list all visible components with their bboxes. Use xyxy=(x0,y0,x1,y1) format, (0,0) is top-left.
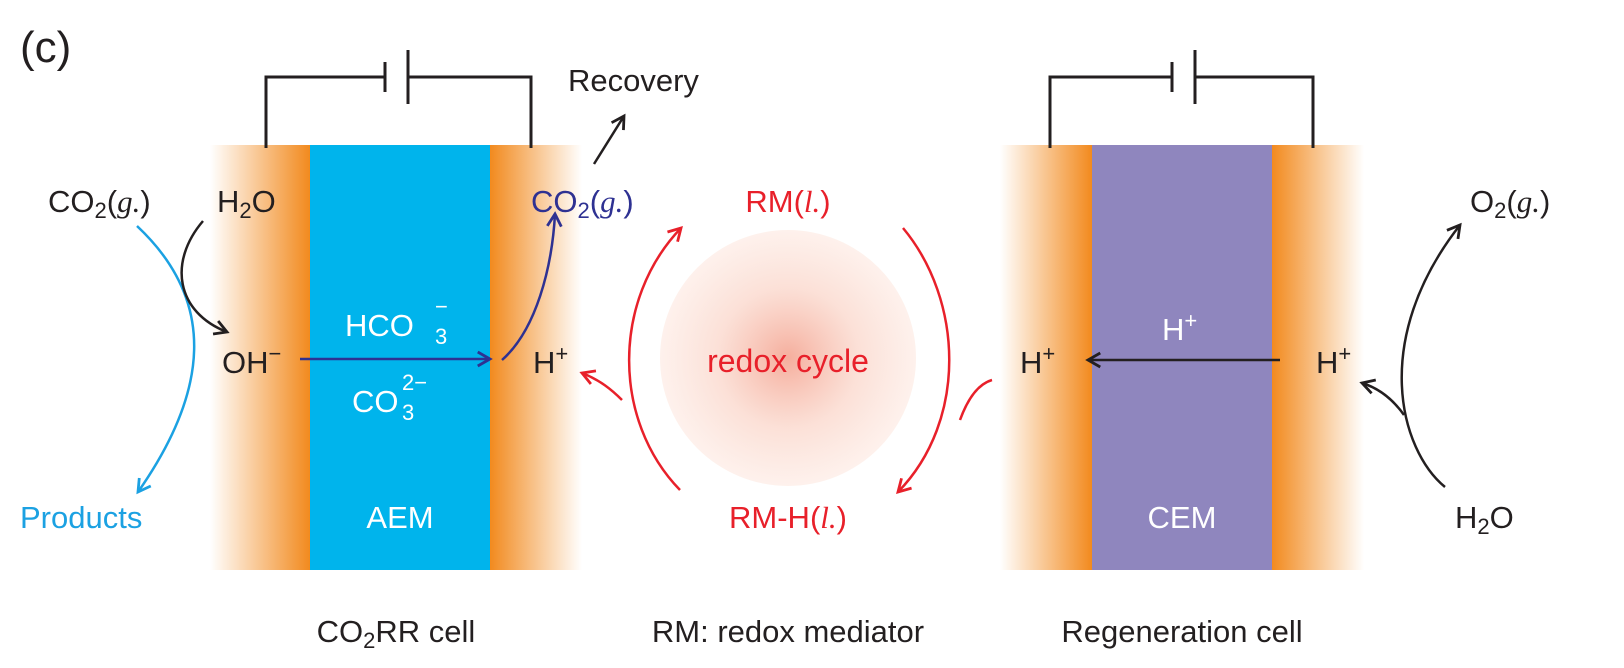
regeneration-cell: H+ H+ H+ O2(g.) H2O CEM Regeneration cel… xyxy=(1000,50,1550,649)
h2o-label: H2O xyxy=(217,184,276,223)
redox-mediator: redox cycle RM(l.) RM-H(l.) RM: redox me… xyxy=(579,184,993,649)
cem-membrane xyxy=(1092,145,1272,570)
rm-h-label: RM-H(l.) xyxy=(729,500,847,535)
bicarbonate-label: HCO−3 xyxy=(345,294,448,349)
h2o-regen-label: H2O xyxy=(1455,500,1514,539)
co2rr-cell-caption: CO2RR cell xyxy=(317,614,476,653)
proton-label-regen-left: H+ xyxy=(1020,341,1055,380)
wire-right xyxy=(408,75,533,148)
rm-label: RM(l.) xyxy=(745,184,830,219)
redox-cycle-glow xyxy=(660,230,916,486)
proton-label-regen-right: H+ xyxy=(1316,341,1351,380)
proton-label-cem: H+ xyxy=(1162,308,1197,347)
cycle-arrow-right xyxy=(896,227,951,495)
water-to-proton-arrow xyxy=(1359,378,1406,416)
cem-label: CEM xyxy=(1148,500,1217,535)
co2-gas-label: CO2(g.) xyxy=(48,184,151,223)
water-to-oxygen-arrow xyxy=(1400,222,1462,488)
regen-right-electrode xyxy=(1272,145,1364,570)
o2-gas-label: O2(g.) xyxy=(1470,184,1550,223)
products-label: Products xyxy=(20,500,142,535)
regen-wire-left xyxy=(1048,75,1172,148)
regen-left-electrode xyxy=(1000,145,1092,570)
mediator-caption: RM: redox mediator xyxy=(652,614,924,649)
power-source xyxy=(264,50,533,148)
proton-release-arrow xyxy=(958,378,993,421)
co2-release-arrow xyxy=(501,211,563,361)
aem-membrane xyxy=(310,145,490,570)
regen-wire-right xyxy=(1195,75,1315,148)
redox-cycle-label: redox cycle xyxy=(707,343,869,379)
recovery-arrow xyxy=(592,113,626,165)
recovery-label: Recovery xyxy=(568,63,699,98)
hydroxide-label: OH− xyxy=(222,341,281,380)
regeneration-cell-caption: Regeneration cell xyxy=(1061,614,1302,649)
wire-left xyxy=(264,75,385,148)
cathode-layer xyxy=(210,145,310,570)
carbonate-label: CO2−3 xyxy=(352,370,427,425)
proton-capture-arrow xyxy=(579,369,623,401)
co2rr-cell: CO2(g.) H2O OH− HCO−3 CO2−3 CO2(g.) H+ P… xyxy=(20,50,699,653)
power-source-regen xyxy=(1048,50,1315,148)
proton-label-co2rr: H+ xyxy=(533,341,568,380)
water-to-hydroxide-arrow xyxy=(180,220,230,336)
cycle-arrow-left xyxy=(627,225,683,491)
aem-label: AEM xyxy=(366,500,433,535)
panel-label: (c) xyxy=(20,23,71,72)
co2-to-products-arrow xyxy=(136,225,196,495)
co2-out-label: CO2(g.) xyxy=(531,184,634,223)
